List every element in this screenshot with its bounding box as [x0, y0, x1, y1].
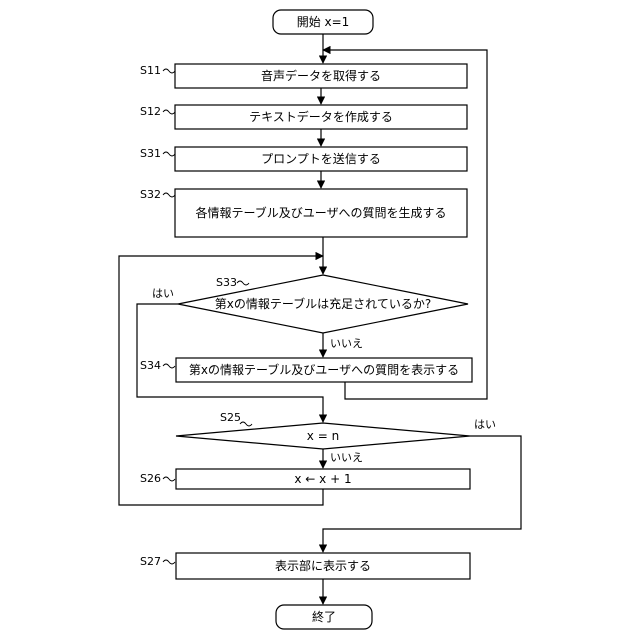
s26-text: x ← x + 1: [294, 472, 351, 486]
s32-text: 各情報テーブル及びユーザへの質問を生成する: [195, 205, 446, 220]
edge-label-s33-no: いいえ: [330, 337, 363, 350]
s25-text: x = n: [307, 429, 339, 443]
s11-text: 音声データを取得する: [261, 68, 381, 83]
step-label-s27: S27: [140, 555, 161, 568]
end-text: 終了: [312, 609, 336, 624]
step-label-s26: S26: [140, 472, 161, 485]
edge-label-s33-yes: はい: [152, 287, 174, 300]
process-s31: プロンプトを送信する: [175, 147, 467, 171]
s33-text: 第xの情報テーブルは充足されているか?: [215, 296, 431, 311]
process-s27: 表示部に表示する: [176, 553, 470, 579]
process-s34: 第xの情報テーブル及びユーザへの質問を表示する: [176, 358, 472, 382]
edge-label-s25-no: いいえ: [330, 451, 363, 464]
edge-label-s25-yes: はい: [474, 418, 496, 431]
leader-s33: [237, 281, 249, 285]
step-label-s33: S33: [216, 276, 237, 289]
leader-s31: [163, 152, 175, 156]
s27-text: 表示部に表示する: [275, 558, 371, 573]
leader-s25: [240, 422, 252, 426]
process-s26: x ← x + 1: [176, 469, 470, 489]
step-label-s11: S11: [140, 64, 161, 77]
process-s32: 各情報テーブル及びユーザへの質問を生成する: [175, 189, 467, 237]
s34-text: 第xの情報テーブル及びユーザへの質問を表示する: [189, 362, 459, 377]
start-text: 開始 x=1: [297, 15, 350, 29]
decision-s25: x = n: [176, 423, 470, 449]
step-label-s34: S34: [140, 359, 161, 372]
s31-text: プロンプトを送信する: [261, 151, 381, 166]
step-label-s12: S12: [140, 105, 161, 118]
step-label-s31: S31: [140, 147, 161, 160]
leader-s26: [163, 477, 175, 481]
leader-s34: [163, 364, 175, 368]
process-s12: テキストデータを作成する: [175, 105, 467, 129]
s12-text: テキストデータを作成する: [249, 109, 393, 124]
leader-s12: [163, 110, 175, 114]
step-label-s32: S32: [140, 188, 161, 201]
process-s11: 音声データを取得する: [175, 64, 467, 88]
step-label-s25: S25: [220, 411, 241, 424]
leader-s27: [163, 560, 175, 564]
start-terminal: 開始 x=1: [273, 10, 373, 34]
end-terminal: 終了: [276, 605, 372, 629]
leader-s32: [163, 193, 175, 197]
leader-s11: [163, 69, 175, 73]
